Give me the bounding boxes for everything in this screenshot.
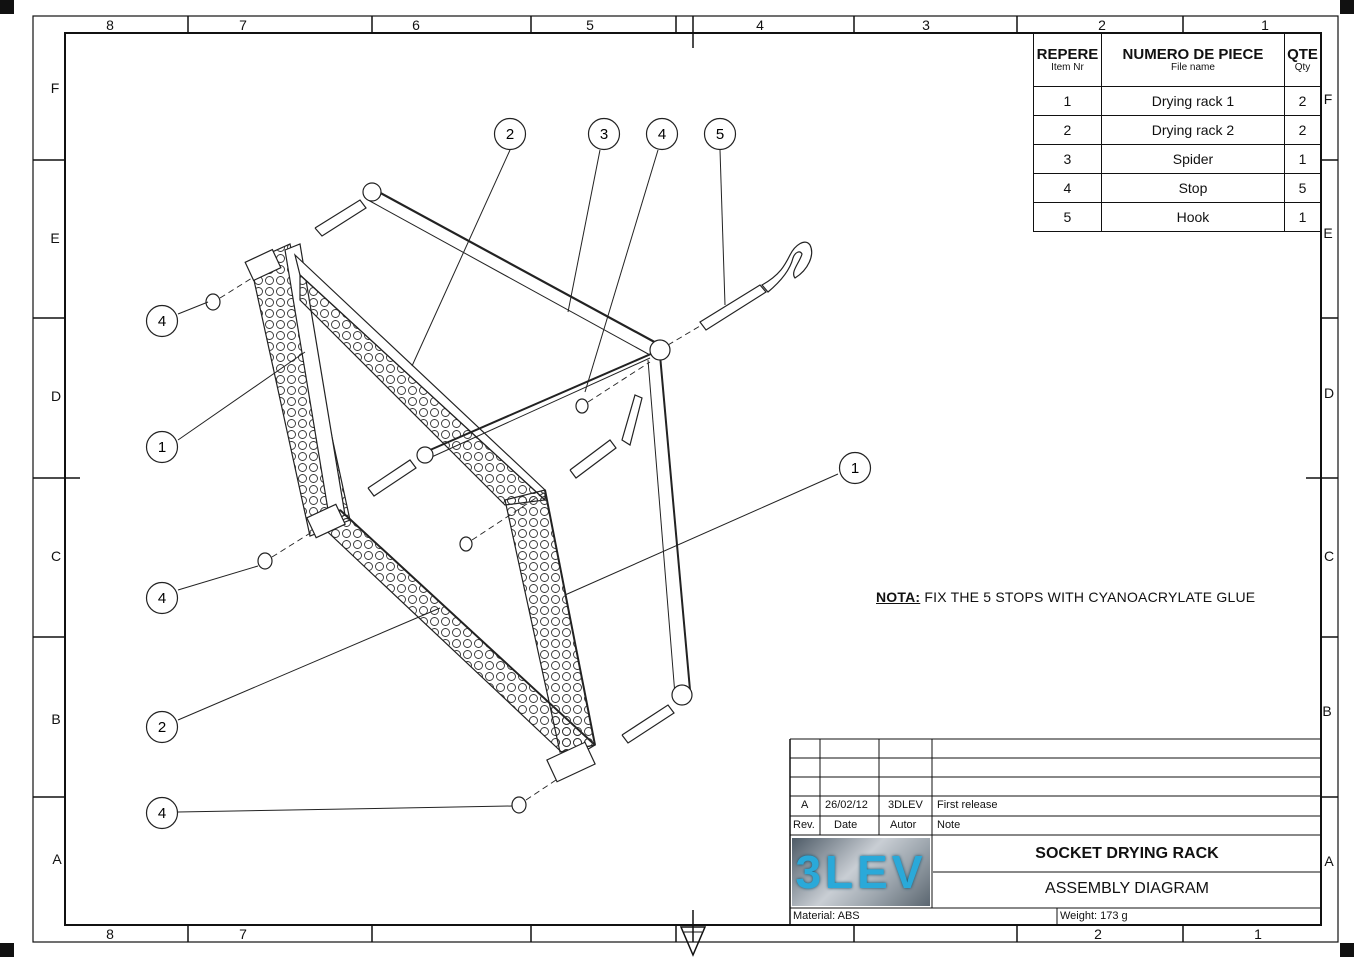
row-label-right: C (1324, 548, 1334, 564)
balloon: 1 (838, 451, 872, 485)
svg-text:1: 1 (158, 439, 166, 456)
balloon: 2 (145, 710, 179, 744)
leader-lines (177, 149, 839, 813)
balloon: 4 (145, 581, 179, 615)
balloon: 1 (145, 430, 179, 464)
col-label-top: 8 (106, 17, 114, 33)
logo-text: 3LEV (795, 846, 927, 898)
svg-text:5: 5 (716, 126, 724, 143)
svg-text:2: 2 (158, 719, 166, 736)
material-field: Material: ABS (793, 910, 860, 922)
assembly-note: NOTA: FIX THE 5 STOPS WITH CYANOACRYLATE… (876, 589, 1255, 605)
col-label-bottom: 7 (239, 926, 247, 942)
svg-text:3: 3 (600, 126, 608, 143)
svg-text:4: 4 (158, 590, 166, 607)
row-label-left: A (52, 851, 62, 867)
balloon: 2 (493, 117, 527, 151)
col-label-top: 3 (922, 17, 930, 33)
row-label-left: E (50, 230, 59, 246)
svg-text:2: 2 (506, 126, 514, 143)
author-header: Autor (890, 819, 917, 831)
assembly-illustration (205, 182, 813, 814)
balloon: 4 (645, 117, 679, 151)
row-label-right: E (1323, 225, 1332, 241)
col-label-top: 2 (1098, 17, 1106, 33)
col-label-top: 5 (586, 17, 594, 33)
zone-ticks (33, 16, 1338, 942)
row-label-right: B (1322, 703, 1331, 719)
note-label: NOTA: (876, 589, 921, 605)
col-label-bottom: 2 (1094, 926, 1102, 942)
col-label-top: 1 (1261, 17, 1269, 33)
note-text: FIX THE 5 STOPS WITH CYANOACRYLATE GLUE (920, 589, 1256, 605)
col-label-top: 6 (412, 17, 420, 33)
svg-text:4: 4 (158, 805, 166, 822)
rev-value: A (801, 799, 809, 811)
row-label-left: F (51, 80, 60, 96)
company-logo: 3LEV (792, 838, 930, 906)
zone-labels: 8 7 6 5 4 3 2 1 8 7 2 1 F E D C B A F E … (50, 17, 1334, 942)
svg-text:4: 4 (158, 313, 166, 330)
row-label-right: D (1324, 385, 1334, 401)
balloon: 5 (703, 117, 737, 151)
col-label-bottom: 8 (106, 926, 114, 942)
balloon: 4 (145, 304, 179, 338)
rev-header: Rev. (793, 819, 815, 831)
col-label-top: 7 (239, 17, 247, 33)
author-value: 3DLEV (888, 799, 923, 811)
title-block-grid (789, 738, 1321, 925)
row-label-left: B (51, 711, 60, 727)
col-label-top: 4 (756, 17, 764, 33)
row-label-right: A (1324, 853, 1334, 869)
note-header: Note (937, 819, 961, 831)
balloon: 3 (587, 117, 621, 151)
drawing-title: SOCKET DRYING RACK (1035, 845, 1219, 862)
date-header: Date (834, 819, 858, 831)
row-label-right: F (1324, 91, 1333, 107)
note-value: First release (937, 799, 998, 811)
col-label-bottom: 1 (1254, 926, 1262, 942)
outer-border (32, 15, 1339, 943)
row-label-left: D (51, 388, 61, 404)
date-value: 26/02/12 (825, 799, 868, 811)
part-balloons: 2 3 4 5 4 1 1 4 2 4 (145, 117, 872, 830)
row-label-left: C (51, 548, 61, 564)
balloon: 4 (145, 796, 179, 830)
drawing-subtitle: ASSEMBLY DIAGRAM (1045, 880, 1209, 897)
svg-text:1: 1 (851, 460, 859, 477)
weight-field: Weight: 173 g (1060, 910, 1128, 922)
svg-text:4: 4 (658, 126, 666, 143)
